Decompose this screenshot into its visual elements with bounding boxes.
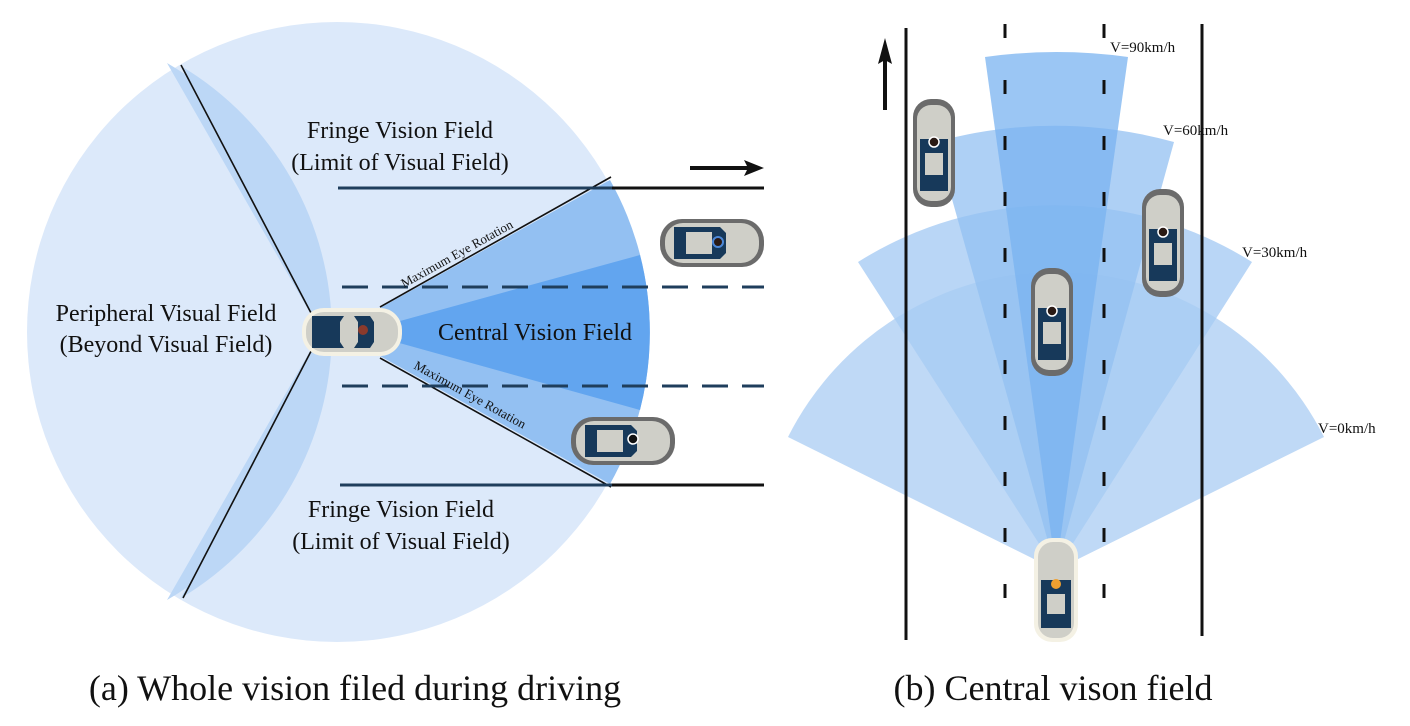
fringe-boundary-bottom	[182, 331, 322, 599]
driver-icon	[928, 136, 940, 148]
peripheral-label-2: (Beyond Visual Field)	[60, 332, 273, 358]
speed-label-60: V=60km/h	[1163, 123, 1229, 139]
driver-icon	[627, 433, 639, 445]
ego-car-b	[1034, 538, 1078, 642]
caption-b: (b) Central vison field	[894, 668, 1213, 708]
other-car-top	[660, 219, 764, 267]
eye-rotation-line-top	[379, 176, 612, 308]
peripheral-label-1: Peripheral Visual Field	[56, 301, 277, 327]
driver-icon	[358, 325, 368, 335]
driver-icon	[1051, 579, 1061, 589]
panel-b: V=90km/h V=60km/h V=30km/h V=0km/h (b) C…	[788, 24, 1376, 708]
fringe-top-label-2: (Limit of Visual Field)	[291, 150, 508, 176]
eye-rotation-line-bottom	[379, 357, 612, 488]
other-car-left	[913, 99, 955, 207]
central-field	[360, 255, 650, 410]
driver-icon	[712, 236, 724, 248]
panel-a: Fringe Vision Field (Limit of Visual Fie…	[27, 22, 764, 708]
fringe-top-label-1: Fringe Vision Field	[307, 118, 493, 144]
fringe-bottom-label-1: Fringe Vision Field	[308, 497, 494, 523]
fringe-field-fill	[181, 66, 332, 598]
caption-a: (a) Whole vision filed during driving	[89, 668, 621, 708]
up-arrow-icon	[878, 38, 892, 110]
other-car-center	[1031, 268, 1073, 376]
fringe-boundary-top	[180, 64, 322, 333]
other-car-right	[1142, 189, 1184, 297]
speed-label-90: V=90km/h	[1110, 40, 1176, 56]
other-car-bottom	[571, 417, 675, 465]
speed-label-0: V=0km/h	[1318, 421, 1376, 437]
ego-car-a	[302, 308, 402, 356]
driver-icon	[1157, 226, 1169, 238]
right-arrow-icon	[690, 160, 764, 176]
speed-label-30: V=30km/h	[1242, 245, 1308, 261]
fringe-bottom-label-2: (Limit of Visual Field)	[292, 529, 509, 555]
central-label: Central Vision Field	[438, 320, 632, 346]
driver-icon	[1046, 305, 1058, 317]
